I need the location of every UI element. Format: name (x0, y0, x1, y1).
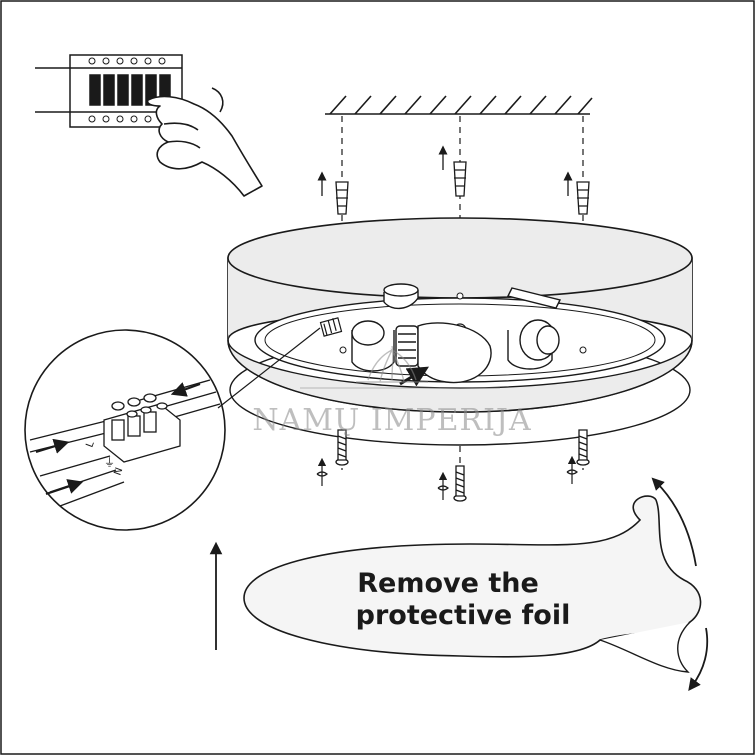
wire-arrow-icons (35, 382, 201, 496)
terminal-label-l: L (84, 440, 96, 449)
screw-in-arrow-icons (316, 455, 578, 500)
wall-plug-icons (335, 161, 590, 215)
bulb-sockets (351, 283, 562, 372)
watermark-logo: NAMŲ IMPERIJA (252, 345, 531, 438)
screw-icons (335, 429, 590, 502)
protective-foil (243, 495, 702, 673)
lotus-logo-icon (356, 345, 428, 383)
ceiling-surface (325, 95, 593, 115)
instruction-line-2: protective foil (356, 600, 571, 631)
watermark-text: NAMŲ IMPERIJA (252, 403, 531, 438)
hand-switching-off-icon (146, 87, 263, 197)
ceiling-lamp (227, 217, 693, 446)
plate-connector-icon (319, 317, 343, 337)
breaker-switches (89, 74, 171, 106)
terminal-block-icon (103, 393, 181, 463)
terminal-label-earth: ⏚ (104, 456, 115, 469)
insert-arrows (317, 145, 573, 196)
wiring-detail-callout: L ⏚ N (24, 327, 321, 531)
terminal-label-n: N (112, 466, 125, 477)
instruction-line-1: Remove the (357, 568, 539, 599)
peel-arrow-icons (651, 477, 709, 692)
